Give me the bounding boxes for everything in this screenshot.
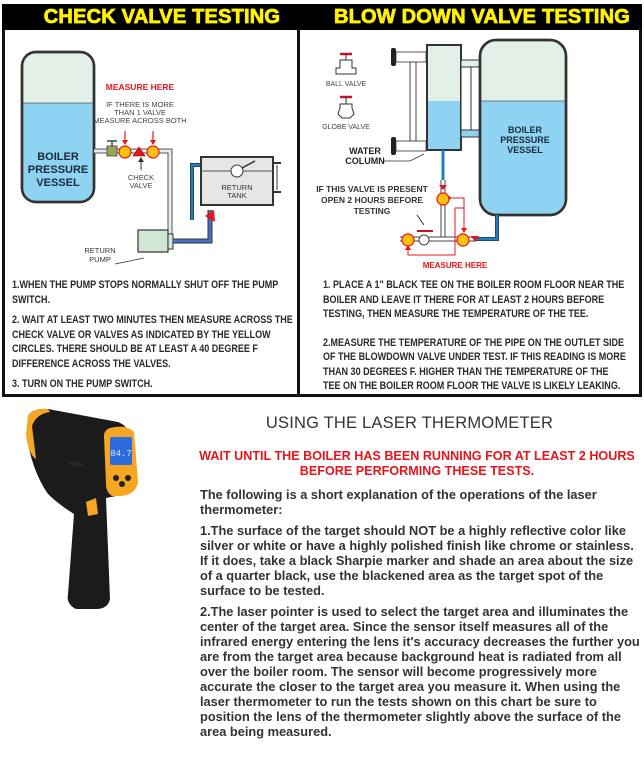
vessel-label-1: BOILER bbox=[508, 125, 543, 135]
check-step-2: 2. WAIT AT LEAST TWO MINUTES THEN MEASUR… bbox=[12, 314, 293, 370]
pump-label-2: PUMP bbox=[89, 255, 111, 264]
note-line-2: THAN 1 VALVE bbox=[114, 108, 166, 117]
laser-thermometer-section: USING THE LASER THERMOMETER WAIT UNTIL T… bbox=[199, 414, 644, 745]
return-tank: RETURN TANK bbox=[200, 156, 281, 206]
note-line-3: MEASURE ACROSS BOTH bbox=[93, 116, 186, 125]
measure-point-icon bbox=[436, 192, 450, 206]
tank-label-2: TANK bbox=[227, 191, 246, 200]
laser-point-1: 1.The surface of the target should NOT b… bbox=[200, 523, 634, 598]
vessel-label-1: BOILER bbox=[37, 151, 79, 163]
laser-thermometer-image: 84.7 bbox=[18, 404, 178, 614]
measure-here-label: MEASURE HERE bbox=[423, 261, 488, 270]
thermometer-display bbox=[110, 437, 132, 465]
water-column-label-2: COLUMN bbox=[345, 156, 385, 166]
ball-valve-icon: BALL VALVE bbox=[326, 52, 367, 88]
header-bar: CHECK VALVE TESTING BLOW DOWN VALVE TEST… bbox=[2, 4, 642, 30]
check-valve-steps: 1.WHEN THE PUMP STOPS NORMALLY SHUT OFF … bbox=[12, 278, 295, 398]
vessel-label-2: PRESSURE bbox=[500, 135, 550, 145]
water-column bbox=[426, 44, 482, 151]
check-valve-label-1: CHECK bbox=[128, 173, 154, 182]
vessel-label-2: PRESSURE bbox=[28, 164, 89, 176]
blow-step-1: 1. PLACE A 1" BLACK TEE ON THE BOILER RO… bbox=[323, 279, 625, 320]
check-valve-diagram: BOILER PRESSURE VESSEL MEASURE HERE IF T… bbox=[5, 30, 297, 270]
check-step-3: 3. TURN ON THE PUMP SWITCH. bbox=[12, 378, 153, 390]
boiler-pressure-vessel: BOILER PRESSURE VESSEL bbox=[20, 50, 96, 204]
note-line-1: IF THERE IS MORE bbox=[106, 100, 174, 109]
measure-here-label: MEASURE HERE bbox=[106, 82, 175, 92]
laser-intro: The following is a short explanation of … bbox=[200, 487, 597, 517]
display-reading: 84.7 bbox=[110, 449, 132, 459]
globe-valve-in-line bbox=[417, 230, 433, 246]
blow-down-diagram: BALL VALVE GLOBE VALVE bbox=[300, 30, 638, 270]
globe-valve-label: GLOBE VALVE bbox=[322, 124, 370, 131]
blowdown-valve-icon bbox=[439, 185, 447, 190]
valve-note-2: OPEN 2 HOURS BEFORE bbox=[321, 195, 423, 205]
globe-valve-icon: GLOBE VALVE bbox=[322, 95, 370, 131]
laser-section-title: USING THE LASER THERMOMETER bbox=[265, 414, 554, 432]
blow-down-steps: 1. PLACE A 1" BLACK TEE ON THE BOILER RO… bbox=[323, 278, 626, 408]
check-valve-label-2: VALVE bbox=[129, 181, 152, 190]
boiler-pressure-vessel-right: BOILER PRESSURE VESSEL bbox=[478, 38, 568, 217]
check-valve-icon bbox=[132, 146, 146, 157]
measure-point-icon bbox=[456, 233, 470, 247]
sight-glass bbox=[391, 48, 427, 155]
ball-valve-label: BALL VALVE bbox=[326, 81, 367, 88]
vessel-label-3: VESSEL bbox=[36, 177, 80, 189]
vessel-label-3: VESSEL bbox=[507, 145, 543, 155]
check-step-1: 1.WHEN THE PUMP STOPS NORMALLY SHUT OFF … bbox=[12, 279, 279, 306]
return-pipe bbox=[94, 148, 173, 243]
blow-down-header: BLOW DOWN VALVE TESTING bbox=[333, 6, 631, 29]
laser-warning: WAIT UNTIL THE BOILER HAS BEEN RUNNING F… bbox=[199, 449, 635, 478]
valve-note-1: IF THIS VALVE IS PRESENT bbox=[316, 184, 428, 194]
pump-label-1: RETURN bbox=[84, 246, 115, 255]
water-column-label-1: WATER bbox=[349, 146, 381, 156]
laser-instructions: The following is a short explanation of … bbox=[200, 487, 644, 739]
blow-step-2: 2.MEASURE THE TEMPERATURE OF THE PIPE ON… bbox=[323, 336, 626, 393]
return-pump: RETURN PUMP bbox=[84, 210, 215, 265]
tank-label-1: RETURN bbox=[221, 183, 252, 192]
check-valve-header: CHECK VALVE TESTING bbox=[43, 6, 281, 29]
valve-note-3: TESTING bbox=[354, 206, 391, 216]
measure-point-icon bbox=[118, 145, 132, 159]
measure-point-icon bbox=[401, 233, 415, 247]
panel-divider bbox=[297, 28, 300, 396]
shutoff-valve-icon bbox=[106, 140, 118, 157]
laser-point-2: 2.The laser pointer is used to select th… bbox=[200, 604, 640, 739]
measure-point-icon bbox=[146, 145, 160, 159]
